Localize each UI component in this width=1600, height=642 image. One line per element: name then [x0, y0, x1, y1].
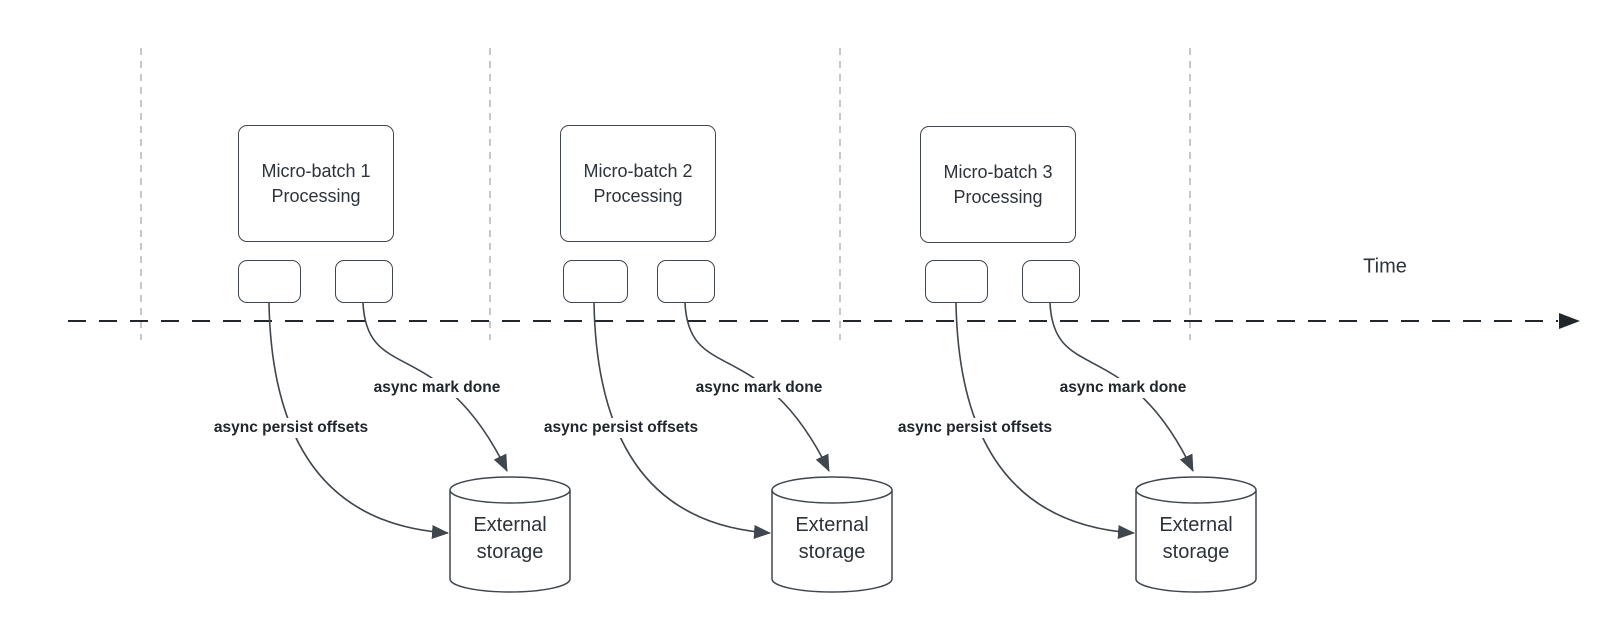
mark-done-task-box-1 — [335, 260, 393, 303]
microbatch-box-2-label: Micro-batch 2 Processing — [583, 160, 693, 206]
mark-done-arrow-1 — [362, 302, 508, 472]
mark-done-task-box-3 — [1022, 260, 1080, 303]
storage-cylinder-3 — [1135, 476, 1257, 593]
persist-offsets-task-box-2 — [563, 260, 628, 303]
mark-done-task-box-2 — [657, 260, 715, 303]
persist-offsets-label-2: async persist offsets — [540, 418, 702, 438]
persist-offsets-label-1: async persist offsets — [210, 418, 372, 438]
mark-done-label-3: async mark done — [1056, 378, 1190, 398]
mark-done-arrow-2 — [684, 302, 830, 472]
storage-cylinder-2 — [771, 476, 893, 593]
mark-done-label-1: async mark done — [370, 378, 504, 398]
time-axis-label: Time — [1363, 255, 1407, 278]
microbatch-box-3: Micro-batch 3 Processing — [920, 126, 1076, 243]
storage-label-1: External storage — [473, 514, 547, 563]
microbatch-box-2: Micro-batch 2 Processing — [560, 125, 716, 242]
persist-offsets-label-3: async persist offsets — [894, 418, 1056, 438]
persist-offsets-arrow-2 — [593, 302, 771, 539]
microbatch-box-1-label: Micro-batch 1 Processing — [261, 160, 371, 206]
microbatch-box-3-label: Micro-batch 3 Processing — [943, 161, 1053, 207]
persist-offsets-arrow-1 — [268, 302, 449, 539]
mark-done-arrow-3 — [1049, 302, 1194, 472]
persist-offsets-arrow-3 — [955, 302, 1135, 539]
persist-offsets-task-box-3 — [925, 260, 988, 303]
time-axis-arrowhead-icon — [1559, 313, 1580, 329]
microbatch-box-1: Micro-batch 1 Processing — [238, 125, 394, 242]
storage-label-3: External storage — [1159, 514, 1233, 563]
mark-done-label-2: async mark done — [692, 378, 826, 398]
storage-label-2: External storage — [795, 514, 869, 563]
storage-cylinder-1 — [449, 476, 571, 593]
persist-offsets-task-box-1 — [238, 260, 301, 303]
